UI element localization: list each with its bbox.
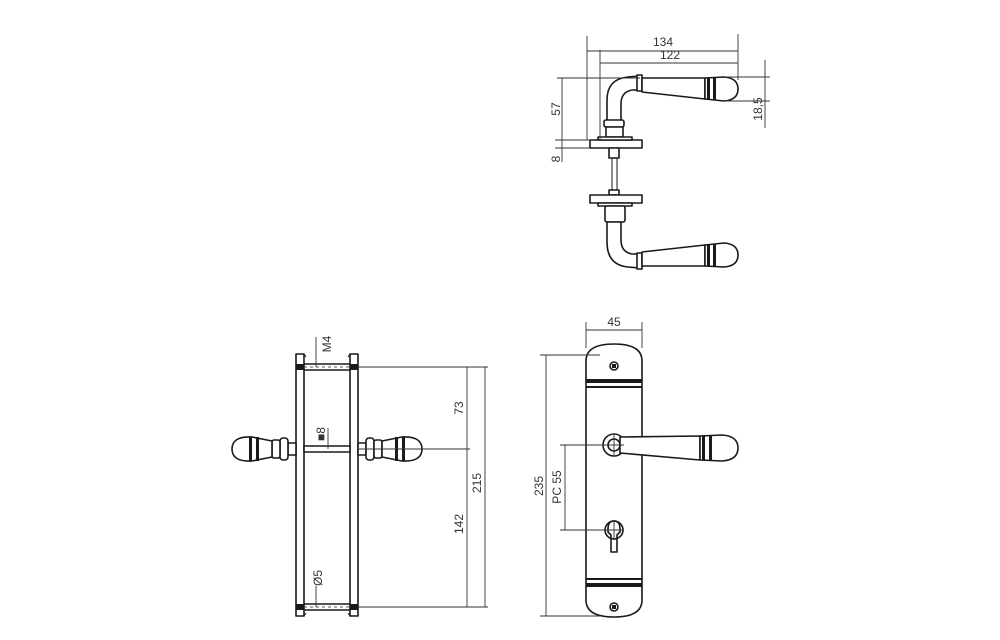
top-screw-head (609, 361, 619, 371)
dim-overall-projection: 134 (653, 35, 673, 49)
dim-lever-projection: 122 (660, 48, 680, 62)
dim-spindle-to-lower: 142 (452, 514, 466, 534)
dim-plate-length: 235 (532, 476, 546, 496)
section-view-dimensions (315, 337, 488, 608)
dim-grip-diameter: 18,5 (751, 97, 765, 121)
section-view: M4 ■8 73 142 215 Ø5 (231, 335, 488, 617)
left-plate (295, 353, 307, 617)
dim-overall-length: 215 (470, 473, 484, 493)
upper-handle (589, 74, 739, 159)
front-view: 45 235 PC 55 (532, 315, 739, 618)
back-plate (585, 343, 643, 618)
dim-thread: M4 (320, 335, 334, 352)
side-view-dimensions (555, 34, 770, 162)
front-view-dimensions (540, 322, 643, 617)
dim-screw-diameter: Ø5 (311, 570, 325, 586)
dim-handle-height: 57 (549, 102, 563, 116)
side-view: 134 122 57 8 18,5 (549, 34, 770, 270)
right-plate (347, 353, 359, 617)
dim-upper-to-spindle: 73 (452, 401, 466, 415)
spindle (303, 445, 351, 453)
dim-pitch-center: PC 55 (550, 470, 564, 504)
dim-spindle: ■8 (314, 427, 328, 441)
dim-plate-width: 45 (607, 315, 621, 329)
left-lever (231, 436, 297, 462)
bottom-screw-head (609, 602, 619, 612)
dim-rose-thickness: 8 (549, 155, 563, 162)
lower-handle (589, 158, 739, 270)
